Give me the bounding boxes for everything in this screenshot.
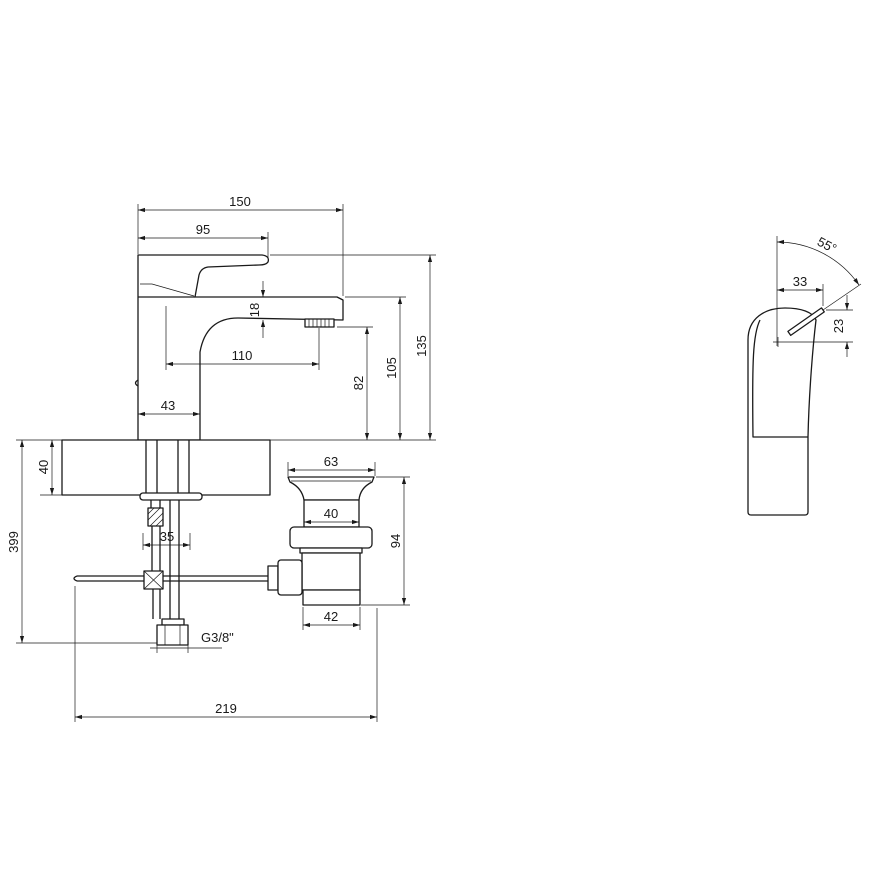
waste-tail bbox=[302, 589, 361, 606]
left-hose-lower bbox=[152, 589, 161, 619]
countertop bbox=[61, 439, 271, 496]
body-width-label: 43 bbox=[161, 398, 175, 413]
spout-reach-label: 110 bbox=[232, 348, 253, 363]
overall-length-label: 150 bbox=[229, 194, 251, 209]
hose-fitting bbox=[147, 507, 164, 527]
counter-thickness-label: 40 bbox=[36, 460, 51, 474]
thread-leader-line bbox=[150, 645, 222, 653]
total-height-label: 135 bbox=[414, 335, 429, 357]
rod-connector-cross bbox=[143, 570, 164, 590]
left-hose-middle bbox=[151, 526, 161, 571]
lever-radius-line bbox=[822, 283, 862, 311]
hose-fitting-hatch bbox=[147, 507, 164, 527]
left-hose-upper bbox=[150, 500, 161, 508]
height-extension-lines bbox=[270, 254, 436, 441]
lever-rise-extension-lines bbox=[783, 309, 853, 343]
aerator-height-label: 82 bbox=[351, 376, 366, 390]
connection-nut bbox=[156, 624, 189, 646]
lever-angle-arc bbox=[776, 239, 860, 286]
rod-length-label: 219 bbox=[215, 701, 237, 716]
waste-flange bbox=[287, 476, 375, 501]
nut-neck bbox=[161, 618, 185, 626]
hose-length-label: 399 bbox=[6, 531, 21, 553]
lever-reach-label: 33 bbox=[793, 274, 807, 289]
countertop-and-supply: 40 399 35 G3/8" 219 bbox=[6, 439, 378, 722]
connection-nut-facets bbox=[164, 625, 181, 645]
spout-height-label: 105 bbox=[384, 357, 399, 379]
lever-pivot-mark bbox=[773, 337, 783, 347]
flange-diameter-label: 63 bbox=[324, 454, 338, 469]
handle-length-label: 95 bbox=[196, 222, 210, 237]
spout-reach-extension-lines bbox=[165, 306, 320, 370]
overflow-stub bbox=[267, 565, 279, 591]
spout-thickness-label: 18 bbox=[247, 303, 262, 317]
overflow-connector bbox=[277, 559, 303, 596]
waste-body-label: 42 bbox=[324, 609, 338, 624]
faucet-body-outline bbox=[137, 254, 344, 441]
throat-diameter-label: 40 bbox=[324, 506, 338, 521]
side-profile-outline bbox=[747, 307, 817, 516]
waste-assembly: 63 40 94 42 bbox=[267, 454, 410, 630]
lever-angle-label: 55° bbox=[815, 234, 839, 256]
aerator-hatch bbox=[308, 319, 330, 327]
shank-spacing-extension-lines bbox=[142, 533, 191, 550]
connection-thread-label: G3/8" bbox=[201, 630, 234, 645]
popup-rod bbox=[77, 575, 268, 582]
fixing-plate bbox=[139, 492, 203, 501]
faucet-side-view: 33 23 55° bbox=[747, 234, 862, 516]
body-side-bump bbox=[134, 379, 139, 387]
handle-skirt-line bbox=[140, 283, 195, 297]
overall-length-extension-lines bbox=[137, 204, 344, 296]
side-lever bbox=[787, 307, 825, 337]
aerator bbox=[304, 318, 335, 328]
lever-rise-label: 23 bbox=[831, 319, 846, 333]
popup-rod-knob bbox=[73, 575, 78, 582]
waste-body bbox=[301, 552, 361, 591]
faucet-front-view: 150 95 18 110 43 82 105 135 bbox=[134, 194, 436, 441]
waste-neck bbox=[299, 547, 363, 554]
right-hose bbox=[169, 500, 180, 619]
waste-height-label: 94 bbox=[388, 534, 403, 548]
rod-length-extension-lines bbox=[74, 586, 378, 722]
waste-nut bbox=[289, 526, 373, 549]
shank-tubes bbox=[145, 440, 190, 493]
shank-spacing-label: 35 bbox=[160, 529, 174, 544]
side-profile-inner-line bbox=[752, 319, 808, 438]
